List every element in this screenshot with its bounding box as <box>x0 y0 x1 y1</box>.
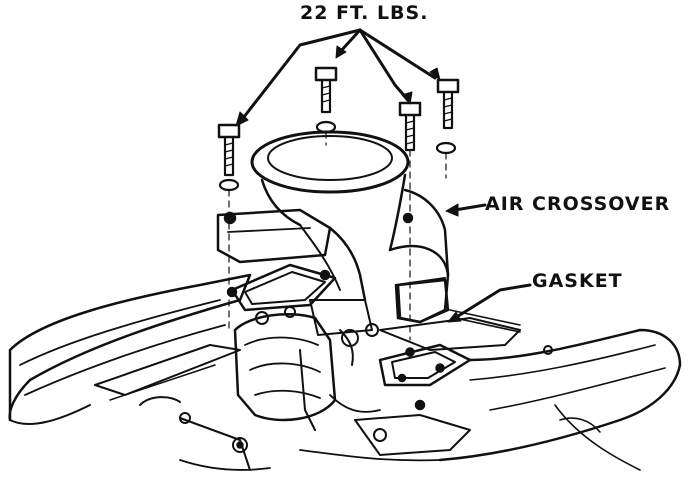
torque-leader-arrows <box>235 28 441 127</box>
bolt-center-right <box>398 101 422 341</box>
bolt-right <box>435 78 460 179</box>
engine-manifold <box>8 273 682 471</box>
air-crossover-leader-arrow <box>445 203 487 217</box>
air-crossover-body <box>216 130 450 324</box>
gasket-leader-arrow <box>447 283 532 323</box>
gasket-label: GASKET <box>532 270 623 292</box>
bolt-left <box>217 123 241 331</box>
air-crossover-label: AIR CROSSOVER <box>485 193 671 215</box>
left-gasket <box>226 263 337 312</box>
torque-spec-label: 22 FT. LBS. <box>300 2 429 24</box>
bolt-center-left <box>314 66 338 146</box>
